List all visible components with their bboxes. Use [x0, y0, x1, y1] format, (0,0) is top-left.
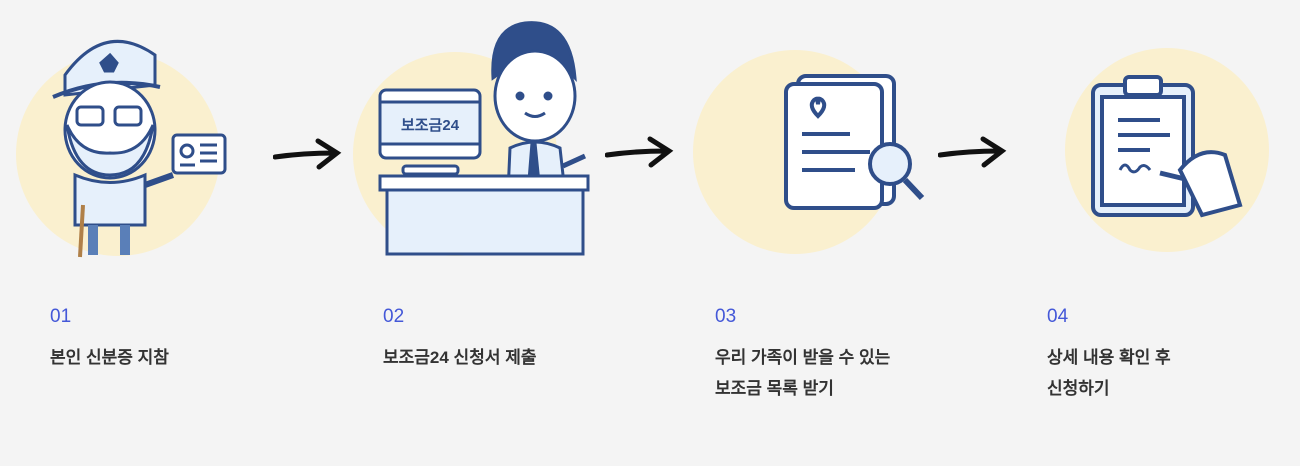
step-description-line-1: 상세 내용 확인 후 — [1047, 348, 1171, 367]
step-number: 01 — [50, 306, 72, 327]
document-search-icon — [784, 74, 925, 210]
clerk-at-desk-icon: 보조금24 — [378, 21, 590, 256]
step-description: 본인 신분증 지참 — [50, 348, 169, 367]
clipboard-sign-icon — [1091, 75, 1243, 218]
step-2: 02 보조금24 신청서 제출 — [383, 306, 536, 373]
step-number: 04 — [1047, 306, 1069, 327]
monitor-label: 보조금24 — [401, 117, 460, 134]
step-1: 01 본인 신분증 지참 — [50, 306, 169, 373]
step-description-line-2: 보조금 목록 받기 — [715, 379, 834, 398]
step-description-line-2: 신청하기 — [1047, 379, 1110, 398]
step-number: 03 — [715, 306, 737, 327]
step-4: 04 상세 내용 확인 후 신청하기 — [1047, 306, 1171, 404]
elderly-with-id-card-icon — [52, 39, 227, 258]
arrow-right-icon — [605, 136, 674, 168]
arrow-right-icon — [273, 138, 342, 170]
step-3: 03 우리 가족이 받을 수 있는 보조금 목록 받기 — [715, 306, 890, 404]
step-description: 보조금24 신청서 제출 — [383, 348, 537, 367]
step-number: 02 — [383, 306, 405, 327]
step-description-line-1: 우리 가족이 받을 수 있는 — [715, 348, 891, 367]
arrow-right-icon — [938, 136, 1007, 168]
